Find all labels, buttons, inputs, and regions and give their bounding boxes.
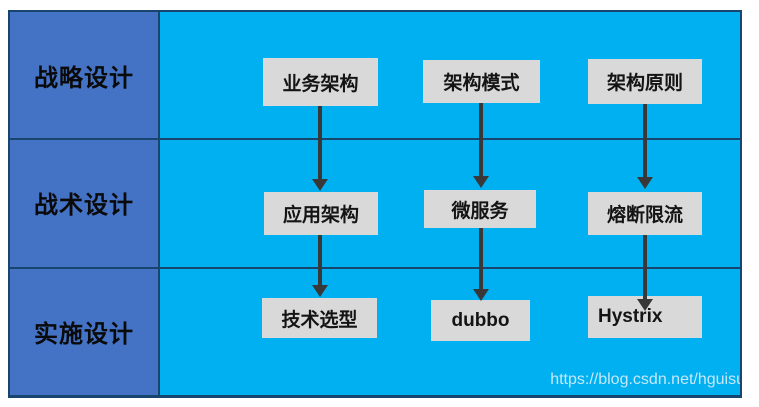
arrow-down-icon (473, 289, 489, 301)
row-divider-1 (10, 138, 740, 140)
arrow-down-icon (637, 177, 653, 189)
node-architecture-principles: 架构原则 (588, 59, 702, 104)
sidebar-cell-tactical-design: 战术设计 (10, 138, 158, 267)
strategic-design-label: 战略设计 (34, 65, 134, 92)
implementation-design-label: 实施设计 (34, 321, 134, 348)
arrow-line (643, 235, 647, 299)
node-dubbo: dubbo (431, 300, 530, 341)
row-header-sidebar: 战略设计 战术设计 实施设计 (10, 12, 160, 395)
arrow-line (479, 103, 483, 176)
arrow-down-icon (637, 299, 653, 311)
arrow-down-icon (312, 179, 328, 191)
sidebar-cell-strategic-design: 战略设计 (10, 12, 158, 138)
node-technology-selection: 技术选型 (262, 298, 377, 338)
arrow-line (318, 106, 322, 179)
node-application-architecture: 应用架构 (264, 192, 378, 235)
arrow-line (479, 228, 483, 289)
arrow-down-icon (312, 285, 328, 297)
arrow-line (318, 235, 322, 285)
node-microservices: 微服务 (424, 190, 536, 228)
node-architecture-pattern: 架构模式 (423, 60, 540, 103)
tactical-design-label: 战术设计 (34, 193, 134, 219)
arrow-line (643, 104, 647, 177)
sidebar-cell-implementation-design: 实施设计 (10, 267, 158, 395)
node-circuit-breaking-rate-limiting: 熔断限流 (588, 192, 702, 235)
row-divider-2 (10, 267, 740, 269)
csdn-watermark: https://blog.csdn.net/hguisu (550, 371, 742, 388)
design-matrix-table: 战略设计 战术设计 实施设计 业务架构 应用架构 技术选型 架构模式 微服务 d… (8, 10, 742, 398)
node-business-architecture: 业务架构 (263, 58, 378, 106)
arrow-down-icon (473, 176, 489, 188)
